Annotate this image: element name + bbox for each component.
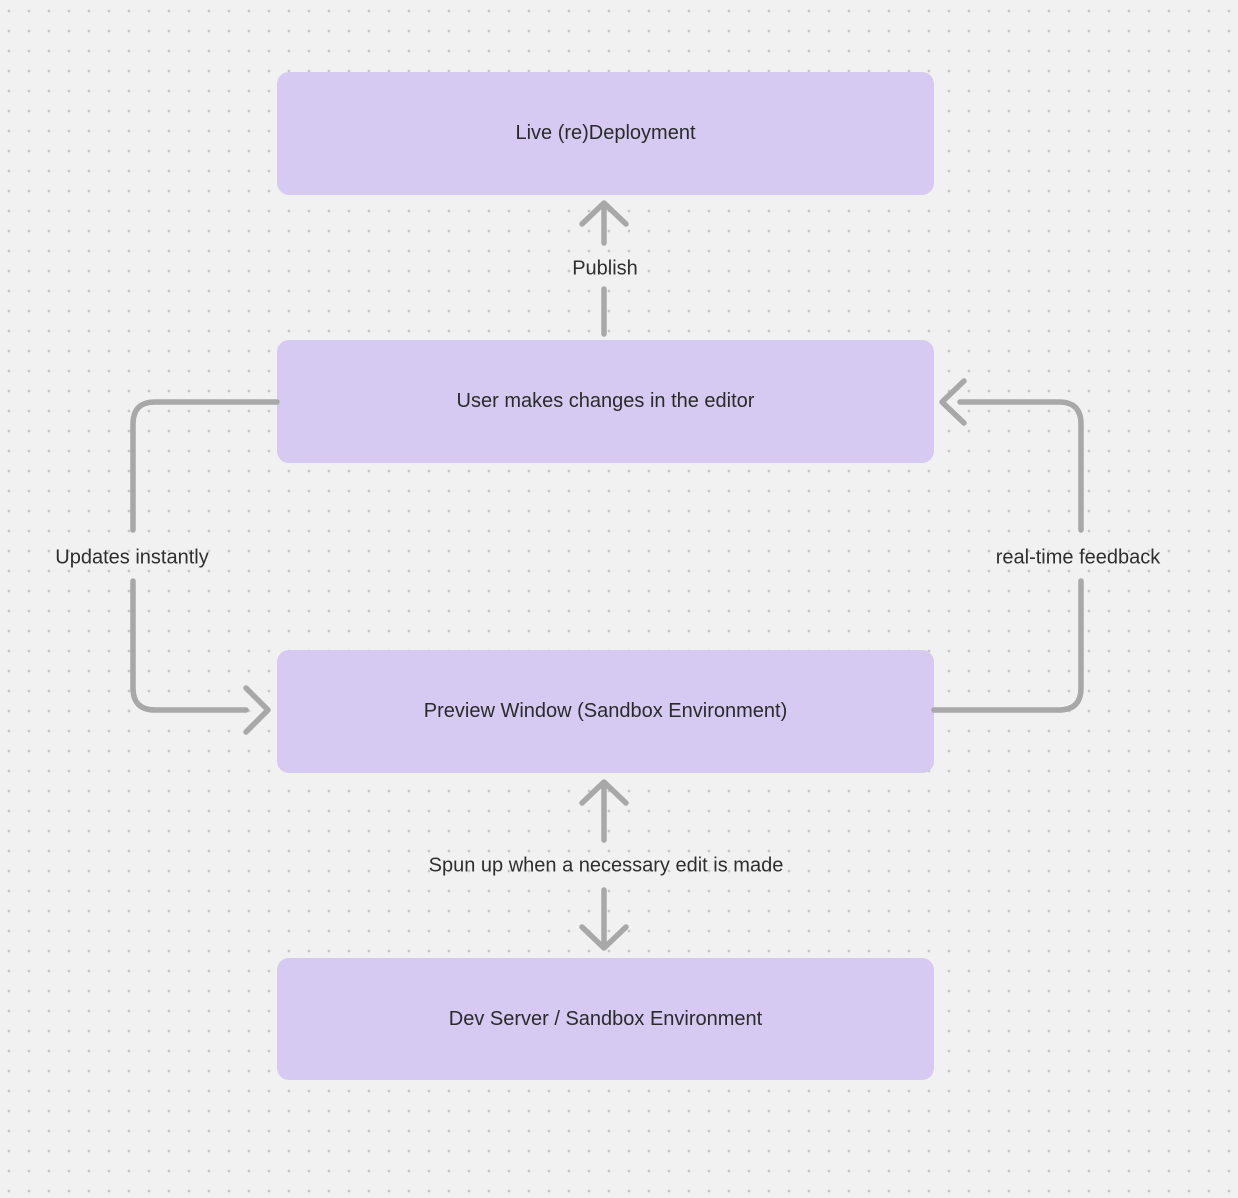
- spun-up-arrow-to-preview: [579, 779, 629, 843]
- spun-up-arrow-to-dev: [579, 887, 629, 951]
- node-preview-window-label: Preview Window (Sandbox Environment): [423, 700, 788, 722]
- updates-instantly-arrow-upper: [130, 399, 280, 533]
- node-dev-server: Dev Server / Sandbox Environment: [277, 958, 934, 1080]
- node-preview-window: Preview Window (Sandbox Environment): [277, 650, 934, 773]
- edge-label-spun-up: Spun up when a necessary edit is made: [428, 854, 784, 877]
- node-live-redeployment: Live (re)Deployment: [277, 72, 934, 195]
- realtime-feedback-arrow-lower: [931, 578, 1084, 713]
- node-user-editor: User makes changes in the editor: [277, 340, 934, 463]
- edge-label-publish: Publish: [572, 257, 638, 280]
- edge-label-realtime-feedback: real-time feedback: [995, 546, 1161, 569]
- realtime-feedback-arrow-upper: [939, 378, 1084, 533]
- updates-instantly-arrow-lower: [130, 578, 271, 735]
- publish-arrow-upper: [579, 200, 629, 246]
- node-live-redeployment-label: Live (re)Deployment: [515, 122, 696, 144]
- node-user-editor-label: User makes changes in the editor: [456, 390, 755, 412]
- edge-label-updates-instantly: Updates instantly: [55, 546, 209, 569]
- node-dev-server-label: Dev Server / Sandbox Environment: [448, 1007, 763, 1030]
